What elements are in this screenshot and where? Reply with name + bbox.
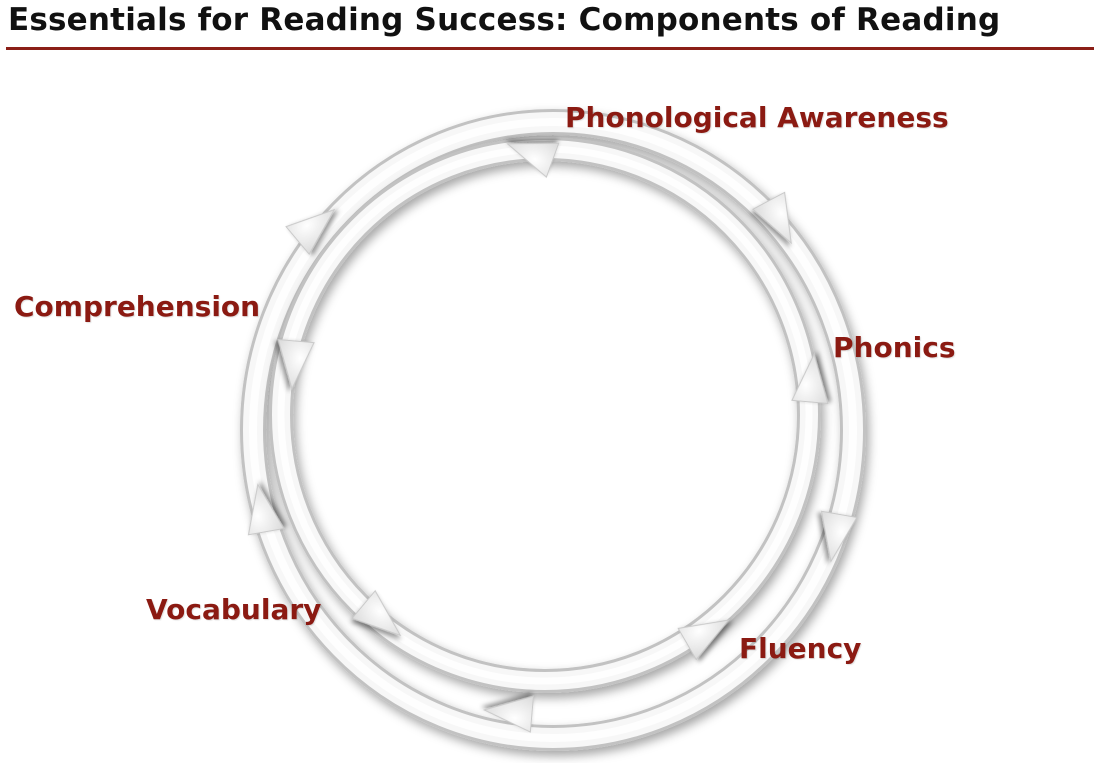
arrow-outer-top-right: [751, 191, 792, 245]
inner-ring: [269, 137, 821, 693]
arrow-inner-bottom-right: [677, 619, 731, 661]
page-title: Essentials for Reading Success: Componen…: [8, 2, 1001, 38]
arrow-outer-top: [506, 142, 560, 178]
title-underline: [6, 47, 1094, 50]
label-phonological-awareness: Phonological Awareness: [565, 101, 949, 134]
arrow-outer-top-left: [285, 208, 336, 256]
label-comprehension: Comprehension: [14, 290, 261, 323]
arrow-outer-left: [247, 482, 285, 536]
arrow-inner-bottom-left: [351, 589, 402, 637]
arrow-inner-left: [277, 338, 315, 391]
arrow-inner-right: [791, 352, 829, 405]
label-phonics: Phonics: [833, 331, 956, 364]
arrow-outer-right: [820, 510, 858, 564]
arrow-outer-bottom: [482, 695, 535, 733]
outer-ring: [240, 109, 866, 751]
label-vocabulary: Vocabulary: [146, 593, 322, 626]
label-fluency: Fluency: [739, 632, 862, 665]
